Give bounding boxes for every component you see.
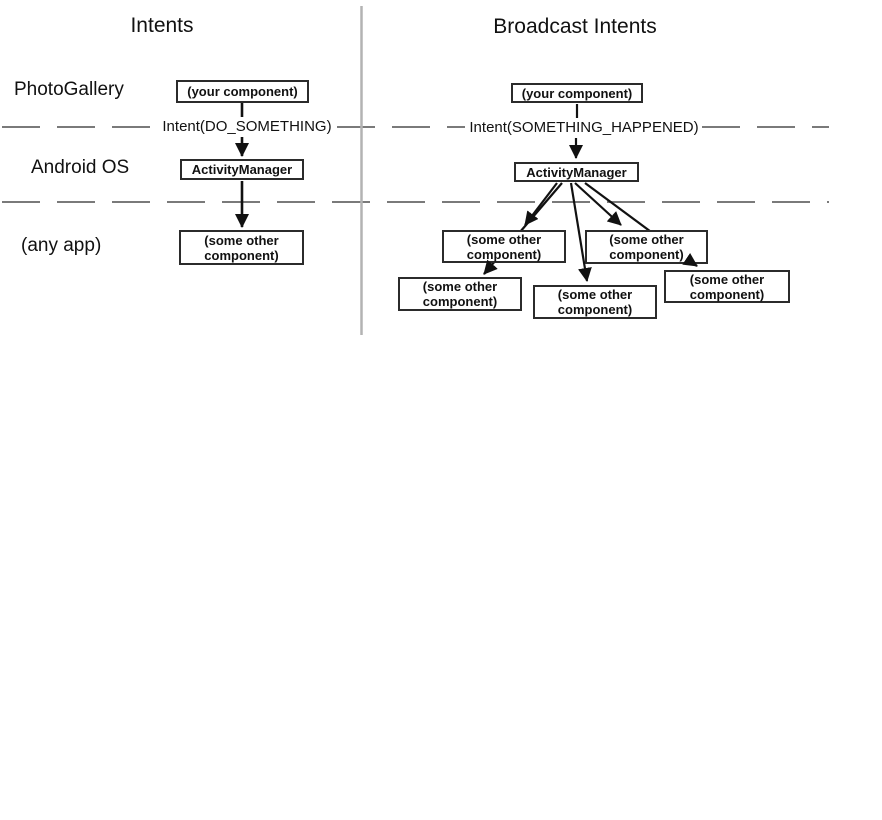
fan-arrow-bottom-middle: [569, 182, 592, 282]
fan-arrow-top-right: [574, 182, 622, 226]
fan-arrowhead-bottom-left: [483, 259, 498, 275]
fan-arrow-top-left: [524, 182, 558, 226]
fan-arrowhead-far-right: [682, 252, 698, 267]
